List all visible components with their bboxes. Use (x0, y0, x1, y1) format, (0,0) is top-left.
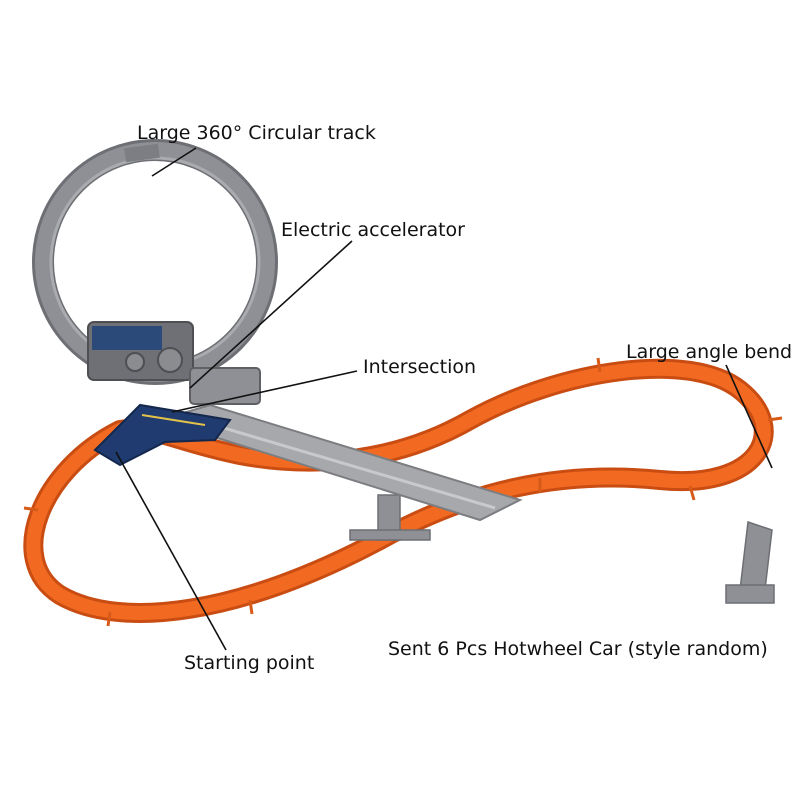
leader-loop (151, 147, 197, 177)
leader-intersection (171, 370, 358, 413)
label-starting-point: Starting point (184, 652, 315, 674)
launcher-base (93, 403, 232, 467)
label-intersection: Intersection (363, 356, 477, 378)
label-large-angle-bend: Large angle bend (626, 341, 793, 363)
support-stands (349, 494, 775, 604)
label-cars-included: Sent 6 Pcs Hotwheel Car (style random) (388, 638, 768, 660)
gray-ramp (156, 403, 523, 522)
track-joints (23, 357, 783, 627)
loop-connector (124, 143, 160, 163)
leader-bend (725, 364, 773, 469)
label-loop-track: Large 360° Circular track (137, 122, 376, 144)
label-electric-accelerator: Electric accelerator (281, 219, 465, 241)
leader-accelerator (189, 240, 353, 389)
leader-start (115, 451, 227, 651)
leader-lines (115, 147, 773, 651)
electric-accelerator (87, 321, 261, 405)
